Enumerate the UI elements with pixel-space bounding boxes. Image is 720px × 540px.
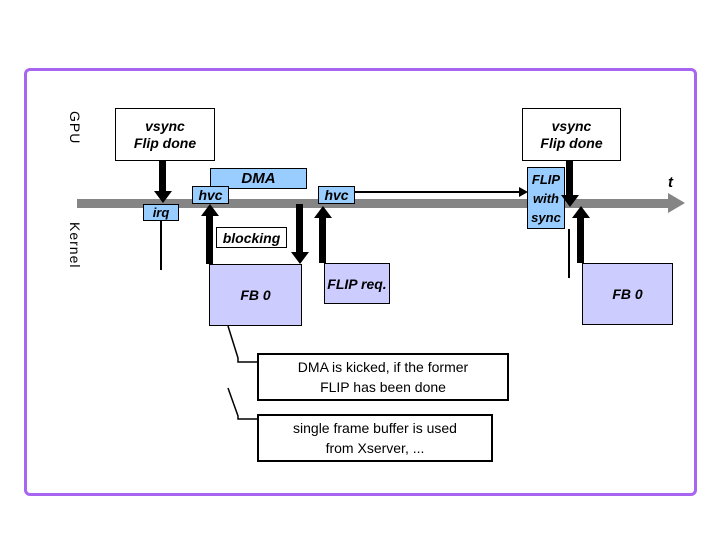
- flip-sync-drop-line: [568, 229, 570, 278]
- fb0-up-arrowhead-icon: [201, 204, 219, 216]
- flip-label: FLIP: [531, 171, 561, 187]
- hvc-box-second: hvc: [318, 186, 355, 204]
- timeline-arrowhead-icon: [668, 193, 685, 213]
- flip-done-label: Flip done: [540, 134, 603, 151]
- hvc-box-first: hvc: [192, 186, 229, 204]
- flip-req-up-arrow: [319, 216, 326, 263]
- fb0-up-arrow: [206, 214, 213, 264]
- callout-dma-kicked: DMA is kicked, if the former FLIP has be…: [257, 353, 509, 401]
- callout-line: DMA is kicked, if the former: [297, 359, 469, 375]
- hvc-to-flip-line: [355, 191, 521, 193]
- fb0-box-left: FB 0: [209, 264, 302, 326]
- vsync-left-down-arrow: [159, 161, 166, 192]
- timeline-bar: [77, 199, 668, 208]
- vsync-label: vsync: [145, 117, 185, 134]
- flip-req-up-arrowhead-icon: [314, 206, 332, 218]
- vsync-label: vsync: [551, 117, 592, 134]
- vsync-right-down-arrow: [566, 161, 573, 196]
- flip-with-sync-box: FLIP with sync: [527, 167, 565, 229]
- vsync-flip-done-box-right: vsync Flip done: [522, 108, 621, 161]
- kernel-lane-label: Kernel: [67, 222, 83, 269]
- dma-box: DMA: [210, 168, 307, 189]
- vsync-flip-done-box-left: vsync Flip done: [115, 108, 215, 161]
- callout-single-framebuffer: single frame buffer is used from Xserver…: [257, 414, 493, 462]
- irq-box: irq: [143, 204, 179, 221]
- time-axis-label: t: [668, 174, 673, 191]
- fb0-box-right: FB 0: [582, 263, 673, 325]
- dma-down-arrowhead-icon: [291, 252, 309, 264]
- callout-line: FLIP has been done: [320, 379, 446, 395]
- vsync-left-down-arrowhead-icon: [154, 191, 172, 203]
- fb0-right-up-arrowhead-icon: [572, 206, 590, 218]
- with-label: with: [533, 190, 559, 206]
- fb0-right-up-arrow: [577, 216, 584, 263]
- dma-down-arrow: [296, 204, 303, 253]
- callout-line: single frame buffer is used: [293, 420, 457, 436]
- gpu-lane-label: GPU: [67, 111, 83, 145]
- hvc-to-flip-arrowhead-icon: [519, 187, 528, 197]
- vsync-right-down-arrowhead-icon: [561, 195, 579, 207]
- callout-line: from Xserver, ...: [325, 440, 425, 456]
- flip-req-box: FLIP req.: [324, 263, 390, 304]
- sync-label: sync: [531, 209, 561, 225]
- blocking-box: blocking: [216, 227, 287, 248]
- irq-drop-line: [160, 221, 162, 270]
- flip-done-label: Flip done: [133, 134, 197, 151]
